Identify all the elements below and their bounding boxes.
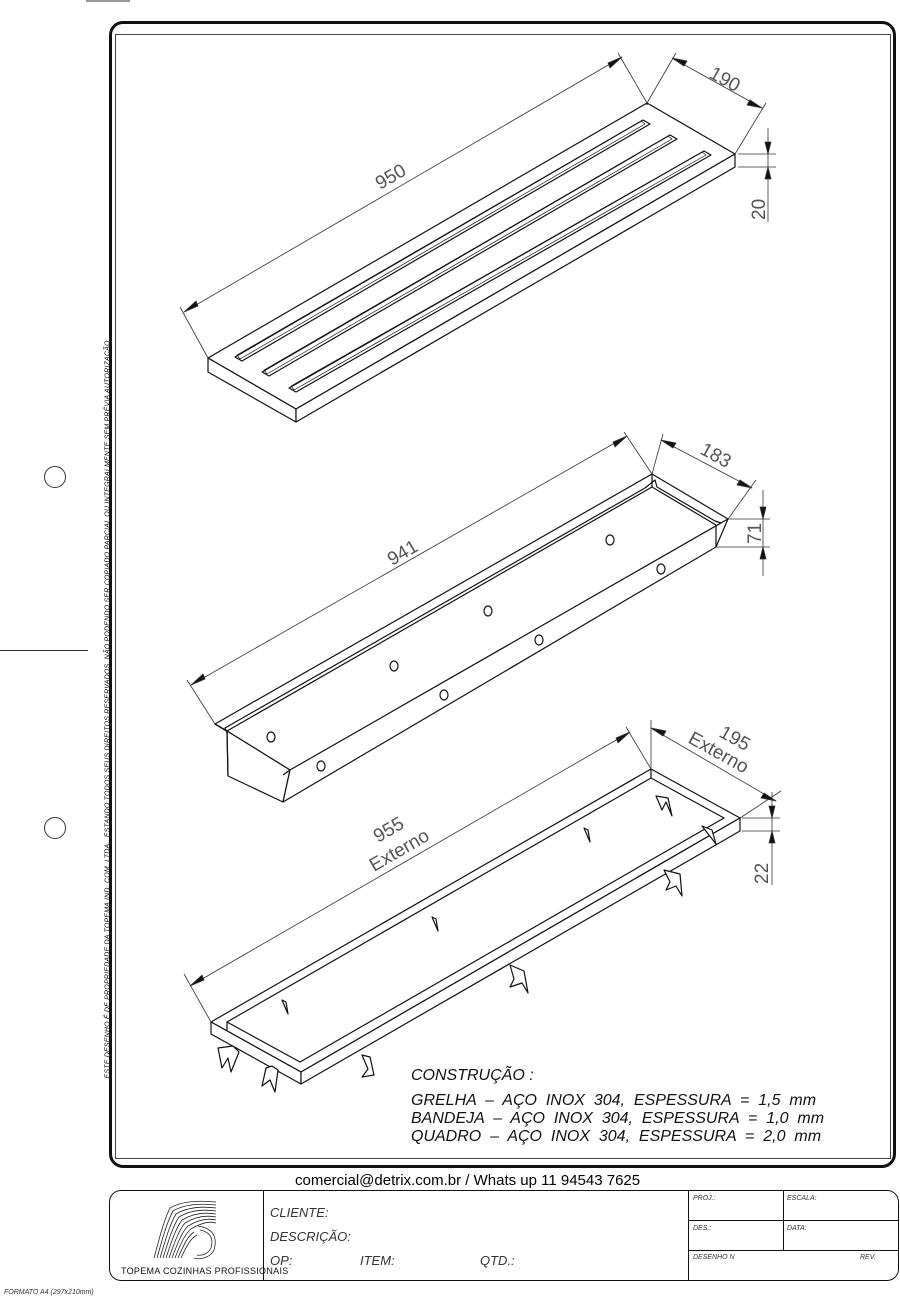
bandeja-dimensions bbox=[186, 431, 770, 725]
op-label: OP: bbox=[270, 1253, 293, 1268]
quadro-part bbox=[210, 768, 741, 1093]
des-label: DES.: bbox=[693, 1225, 712, 1232]
grelha-height-label: 20 bbox=[749, 199, 770, 220]
punch-hole-bottom bbox=[44, 817, 66, 839]
qtd-label: QTD.: bbox=[480, 1253, 515, 1268]
drawing-frame bbox=[109, 21, 896, 1168]
top-edge-mark bbox=[86, 0, 130, 2]
company-name: TOPEMA COZINHAS PROFISSIONAIS bbox=[121, 1266, 289, 1276]
rev-label: REV. bbox=[860, 1254, 876, 1261]
item-label: ITEM: bbox=[360, 1253, 395, 1268]
bandeja-part bbox=[214, 473, 729, 803]
fold-line bbox=[0, 650, 88, 651]
construction-line-quadro: QUADRO – AÇO INOX 304, ESPESSURA = 2,0 m… bbox=[411, 1128, 821, 1145]
proj-label: PROJ.: bbox=[693, 1195, 716, 1202]
desenho-n-label: DESENHO N bbox=[693, 1254, 735, 1261]
data-label: DATA: bbox=[787, 1225, 807, 1232]
quadro-dimensions bbox=[183, 720, 782, 1023]
title-block-divider-logo bbox=[263, 1190, 264, 1281]
bandeja-length-label: 941 bbox=[384, 536, 422, 570]
cliente-label: CLIENTE: bbox=[270, 1205, 329, 1220]
title-block-hline-2 bbox=[688, 1250, 898, 1251]
punch-hole-top bbox=[44, 466, 66, 488]
title-block bbox=[109, 1190, 899, 1281]
bandeja-width-label: 183 bbox=[697, 439, 735, 473]
descricao-label: DESCRIÇÃO: bbox=[270, 1229, 351, 1244]
grelha-part bbox=[207, 102, 736, 423]
title-block-hline-1 bbox=[688, 1220, 898, 1221]
title-block-divider-info bbox=[688, 1190, 689, 1281]
escala-label: ESCALA: bbox=[787, 1195, 817, 1202]
format-note: FORMATO A4 (297x210mm) bbox=[4, 1289, 94, 1296]
grelha-length-label: 950 bbox=[372, 160, 410, 194]
topema-logo bbox=[153, 1200, 217, 1260]
bandeja-height-label: 71 bbox=[745, 523, 766, 544]
contact-info: comercial@detrix.com.br / Whats up 11 94… bbox=[295, 1172, 641, 1189]
grelha-dimensions bbox=[179, 52, 776, 359]
construction-title: CONSTRUÇÃO : bbox=[411, 1065, 534, 1084]
quadro-height-label: 22 bbox=[752, 863, 773, 884]
grelha-width-label: 190 bbox=[706, 63, 744, 97]
construction-line-bandeja: BANDEJA – AÇO INOX 304, ESPESSURA = 1,0 … bbox=[411, 1110, 824, 1127]
construction-line-grelha: GRELHA – AÇO INOX 304, ESPESSURA = 1,5 m… bbox=[411, 1092, 816, 1109]
drawing-inner-border bbox=[115, 34, 891, 1159]
